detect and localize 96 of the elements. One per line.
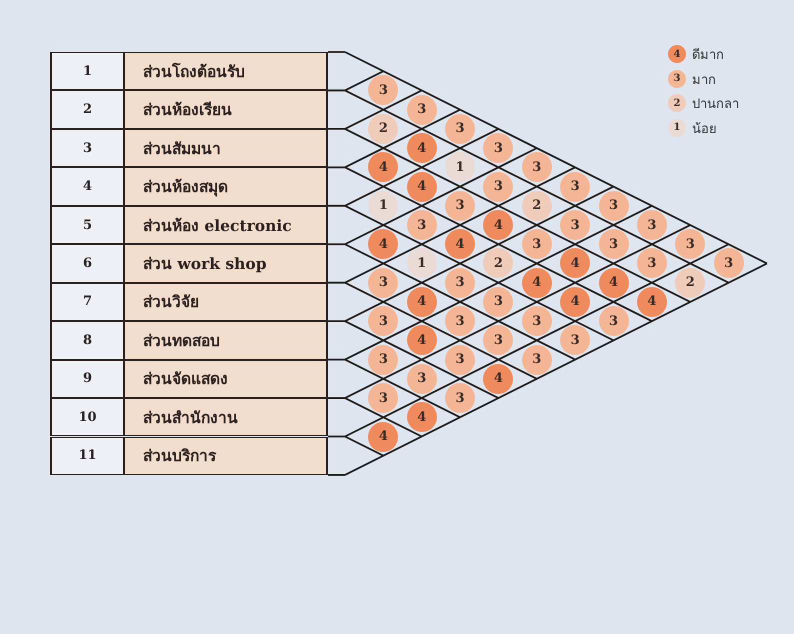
rating-circle: 2 bbox=[483, 248, 514, 278]
legend-label: ปานกลา bbox=[692, 96, 739, 114]
rating-circle: 3 bbox=[483, 286, 514, 317]
table-row bbox=[50, 52, 328, 90]
rating-circle: 4 bbox=[483, 364, 514, 394]
name-cell: ส่วนบริการ bbox=[123, 438, 326, 474]
name-cell: ส่วนห้องสมุด bbox=[123, 168, 326, 205]
rating-circle: 3 bbox=[368, 344, 398, 375]
row-number: 9 bbox=[82, 370, 94, 388]
name-cell: ส่วนโถงต้อนรับ bbox=[123, 53, 326, 90]
table-row bbox=[50, 436, 328, 475]
rating-circle: 3 bbox=[598, 229, 629, 260]
rating-circle: 3 bbox=[483, 172, 514, 202]
rating-circle: 4 bbox=[483, 210, 514, 240]
rating-circle: 2 bbox=[522, 190, 552, 221]
rating-circle: 3 bbox=[522, 344, 552, 375]
rating-circle: 3 bbox=[675, 229, 706, 260]
name-cell: ส่วนวิจัย bbox=[123, 284, 326, 320]
rating-circle: 3 bbox=[560, 172, 590, 202]
rating-circle: 4 bbox=[406, 402, 437, 432]
legend-swatch: 2 bbox=[668, 94, 686, 112]
name-cell: ส่วนสัมมนา bbox=[123, 130, 326, 166]
rating-circle: 3 bbox=[522, 306, 552, 336]
name-cell: ส่วนจัดแสดง bbox=[123, 360, 326, 398]
table-row bbox=[50, 128, 328, 168]
rating-circle: 3 bbox=[636, 248, 667, 278]
rating-circle: 1 bbox=[406, 248, 437, 278]
legend-label: น้อย bbox=[692, 120, 717, 138]
rating-circle: 4 bbox=[406, 133, 437, 164]
rating-circle: 4 bbox=[560, 248, 590, 278]
table-row bbox=[50, 167, 328, 206]
rating-circle: 4 bbox=[598, 268, 629, 298]
name-cell: ส่วนห้อง electronic bbox=[123, 206, 326, 244]
rating-circle: 3 bbox=[406, 94, 437, 125]
name-cell: ส่วนห้องเรียน bbox=[123, 91, 326, 128]
legend-swatch: 1 bbox=[668, 118, 686, 136]
rating-circle: 3 bbox=[445, 114, 476, 144]
table-row bbox=[50, 321, 328, 360]
rating-circle: 3 bbox=[406, 364, 437, 394]
name-cell: ส่วนสำนักงาน bbox=[123, 399, 326, 436]
rating-circle: 4 bbox=[445, 229, 476, 260]
rating-circle: 4 bbox=[368, 422, 398, 452]
rating-circle: 3 bbox=[598, 190, 629, 221]
rating-circle: 3 bbox=[483, 325, 514, 356]
rating-circle: 3 bbox=[368, 75, 398, 106]
rating-circle: 4 bbox=[636, 286, 667, 317]
rating-circle: 3 bbox=[445, 344, 476, 375]
row-number: 4 bbox=[82, 178, 94, 196]
rating-circle: 3 bbox=[368, 306, 398, 336]
rating-circle: 3 bbox=[483, 133, 514, 164]
legend-swatch: 3 bbox=[668, 70, 686, 88]
rating-circle: 3 bbox=[406, 210, 437, 240]
rating-circle: 1 bbox=[368, 190, 398, 221]
table-row bbox=[50, 398, 328, 436]
row-number: 8 bbox=[82, 332, 94, 350]
table-row bbox=[50, 360, 328, 398]
rating-circle: 4 bbox=[560, 286, 590, 317]
rating-circle: 4 bbox=[406, 286, 437, 317]
rating-circle: 3 bbox=[714, 248, 744, 278]
rating-circle: 2 bbox=[368, 114, 398, 144]
rating-circle: 3 bbox=[445, 306, 476, 336]
row-number: 7 bbox=[82, 293, 94, 312]
rating-circle: 3 bbox=[368, 268, 398, 298]
rating-circle: 3 bbox=[560, 325, 590, 356]
table-row bbox=[50, 90, 328, 129]
rating-circle: 4 bbox=[368, 152, 398, 182]
row-number: 1 bbox=[82, 62, 94, 81]
table-row bbox=[50, 244, 328, 283]
rating-circle: 4 bbox=[406, 172, 437, 202]
legend-label: มาก bbox=[692, 72, 716, 90]
rating-circle: 3 bbox=[445, 268, 476, 298]
table-row bbox=[50, 282, 328, 322]
name-cell: ส่วนทดสอบ bbox=[123, 322, 326, 359]
rating-circle: 3 bbox=[636, 210, 667, 240]
row-number: 3 bbox=[82, 140, 94, 158]
rating-circle: 3 bbox=[445, 190, 476, 221]
rating-circle: 3 bbox=[368, 383, 398, 414]
name-cell: ส่วน work shop bbox=[123, 245, 326, 282]
rating-circle: 4 bbox=[368, 229, 398, 260]
legend-swatch: 4 bbox=[668, 45, 686, 63]
rating-circle: 4 bbox=[406, 325, 437, 356]
rating-circle: 3 bbox=[560, 210, 590, 240]
rating-circle: 3 bbox=[445, 383, 476, 414]
row-number: 10 bbox=[77, 408, 98, 427]
row-number: 6 bbox=[82, 254, 94, 273]
rating-circle: 4 bbox=[522, 268, 552, 298]
rating-circle: 3 bbox=[522, 152, 552, 182]
rating-circle: 1 bbox=[445, 152, 476, 182]
row-number: 11 bbox=[77, 447, 98, 466]
rating-circle: 2 bbox=[675, 268, 706, 298]
legend-label: ดีมาก bbox=[692, 46, 724, 65]
row-number: 5 bbox=[82, 216, 94, 235]
rating-circle: 3 bbox=[522, 229, 552, 260]
rating-circle: 3 bbox=[598, 306, 629, 336]
row-number: 2 bbox=[82, 101, 94, 120]
table-row bbox=[50, 206, 328, 244]
